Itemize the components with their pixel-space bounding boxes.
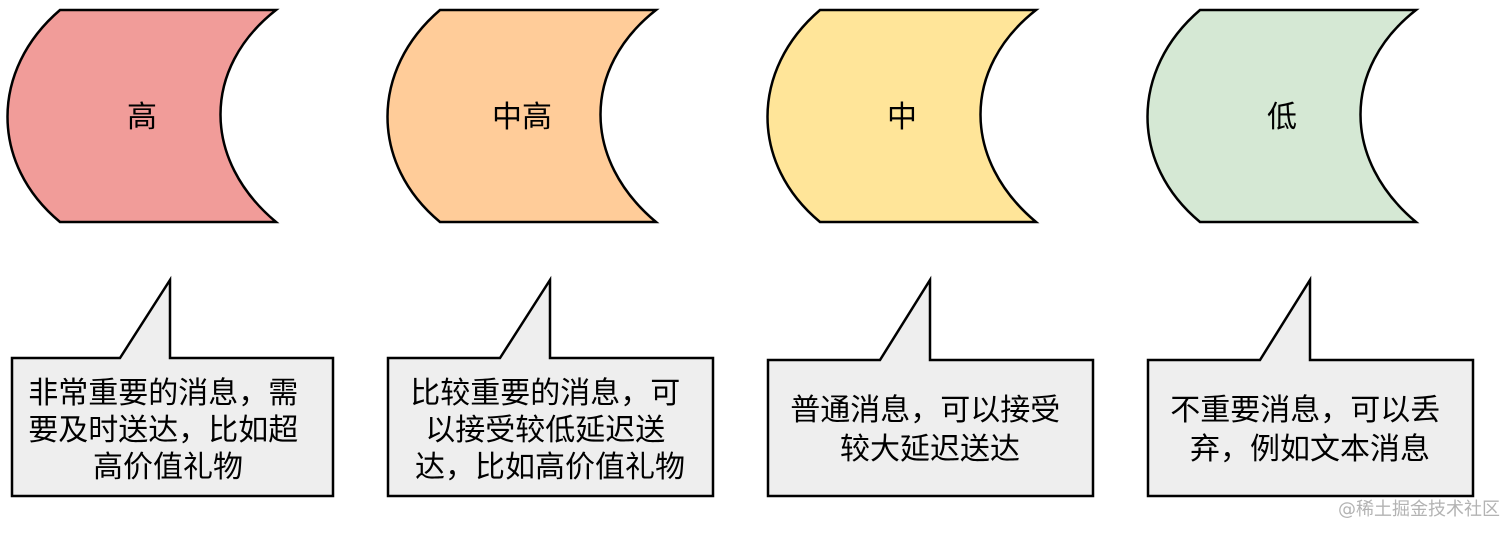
watermark-text: @稀土掘金技术社区 [1338,499,1500,520]
note-callout-low [1146,275,1475,498]
priority-column-mid-high: 中高 比较重要的消息，可 以接受较低延迟送 达，比如高价值礼物 [386,8,715,498]
priority-shape-mid [766,8,1040,224]
priority-shape-mid-high [386,8,660,224]
note-text-low: 不重要消息，可以丢 弃，例如文本消息 [1170,393,1450,467]
priority-shape-low [1146,8,1420,224]
note-callout-mid-high [386,275,715,498]
note-text-mid: 普通消息，可以接受 较大延迟送达 [790,393,1070,467]
priority-label-low: 低 [1267,100,1297,135]
note-callout-high [10,275,335,498]
priority-shape-high [6,8,280,224]
note-text-high: 非常重要的消息，需 要及时送达，比如超 高价值礼物 [28,376,308,485]
note-callout-mid [766,275,1095,498]
priority-label-high: 高 [127,100,157,135]
priority-label-mid: 中 [887,100,917,135]
priority-column-low: 低 不重要消息，可以丢 弃，例如文本消息 [1146,8,1475,498]
priority-label-mid-high: 中高 [492,100,552,135]
priority-column-high: 高 非常重要的消息，需 要及时送达，比如超 高价值礼物 [6,8,335,498]
priority-column-mid: 中 普通消息，可以接受 较大延迟送达 [766,8,1095,498]
note-text-mid-high: 比较重要的消息，可 以接受较低延迟送 达，比如高价值礼物 [410,376,690,485]
